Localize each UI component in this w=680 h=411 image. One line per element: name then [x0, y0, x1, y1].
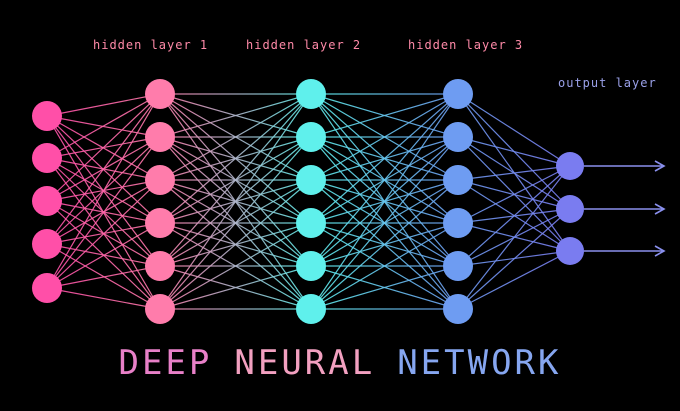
hidden1-neuron [145, 165, 175, 195]
neurons [32, 79, 584, 324]
connection-line [159, 93, 312, 224]
diagram-title: DEEP NEURAL NETWORK [0, 343, 680, 383]
connection-line [46, 179, 161, 289]
connection-line [159, 265, 312, 310]
connection-line [310, 265, 459, 310]
connection-line [310, 93, 459, 310]
hidden1-neuron [145, 294, 175, 324]
hidden1-neuron [145, 79, 175, 109]
connection-line [457, 250, 571, 310]
hidden3-neuron [443, 165, 473, 195]
connection-line [310, 93, 459, 138]
connection-line [310, 93, 459, 181]
connection-line [46, 93, 161, 117]
hidden3-neuron [443, 251, 473, 281]
connection-line [310, 222, 459, 310]
hidden2-neuron [296, 122, 326, 152]
connection-line [159, 93, 312, 310]
connection-line [159, 93, 312, 138]
connection-line [159, 93, 312, 181]
connection-line [457, 208, 571, 310]
connection-line [310, 93, 459, 267]
input-neuron [32, 186, 62, 216]
connection-line [457, 93, 571, 167]
output-arrows [584, 160, 666, 257]
title-word-network: NETWORK [397, 343, 562, 383]
connection-line [310, 179, 459, 310]
title-word-neural: NEURAL [234, 343, 376, 383]
output-neuron [556, 237, 584, 265]
input-neuron [32, 101, 62, 131]
connection-line [46, 93, 161, 159]
connection-line [159, 179, 312, 310]
hidden3-neuron [443, 208, 473, 238]
hidden2-neuron [296, 208, 326, 238]
connection-line [46, 93, 161, 245]
hidden3-neuron [443, 79, 473, 109]
hidden3-neuron [443, 294, 473, 324]
connection-line [159, 136, 312, 310]
connection-line [46, 222, 161, 289]
connection-line [457, 165, 571, 181]
connection-line [310, 136, 459, 310]
connection-line [457, 136, 571, 167]
connection-line [310, 93, 459, 224]
title-word-deep: DEEP [118, 343, 213, 383]
connection-line [159, 222, 312, 310]
hidden2-neuron [296, 294, 326, 324]
hidden2-neuron [296, 79, 326, 109]
hidden-layer-1-label: hidden layer 1 [93, 38, 209, 52]
connection-line [46, 136, 161, 289]
output-neuron [556, 195, 584, 223]
output-neuron [556, 152, 584, 180]
hidden1-neuron [145, 122, 175, 152]
hidden2-neuron [296, 251, 326, 281]
connections [46, 93, 571, 310]
hidden1-neuron [145, 208, 175, 238]
input-neuron [32, 273, 62, 303]
output-layer-label: output layer [558, 76, 657, 90]
connection-line [46, 93, 161, 289]
hidden1-neuron [145, 251, 175, 281]
hidden3-neuron [443, 122, 473, 152]
connection-line [457, 165, 571, 310]
hidden2-neuron [296, 165, 326, 195]
connection-line [46, 265, 161, 289]
hidden-layer-2-label: hidden layer 2 [246, 38, 362, 52]
connection-line [457, 165, 571, 267]
input-neuron [32, 229, 62, 259]
connection-line [159, 93, 312, 267]
hidden-layer-3-label: hidden layer 3 [408, 38, 524, 52]
connection-line [457, 165, 571, 224]
connection-line [46, 287, 161, 310]
connection-line [46, 93, 161, 202]
input-neuron [32, 143, 62, 173]
